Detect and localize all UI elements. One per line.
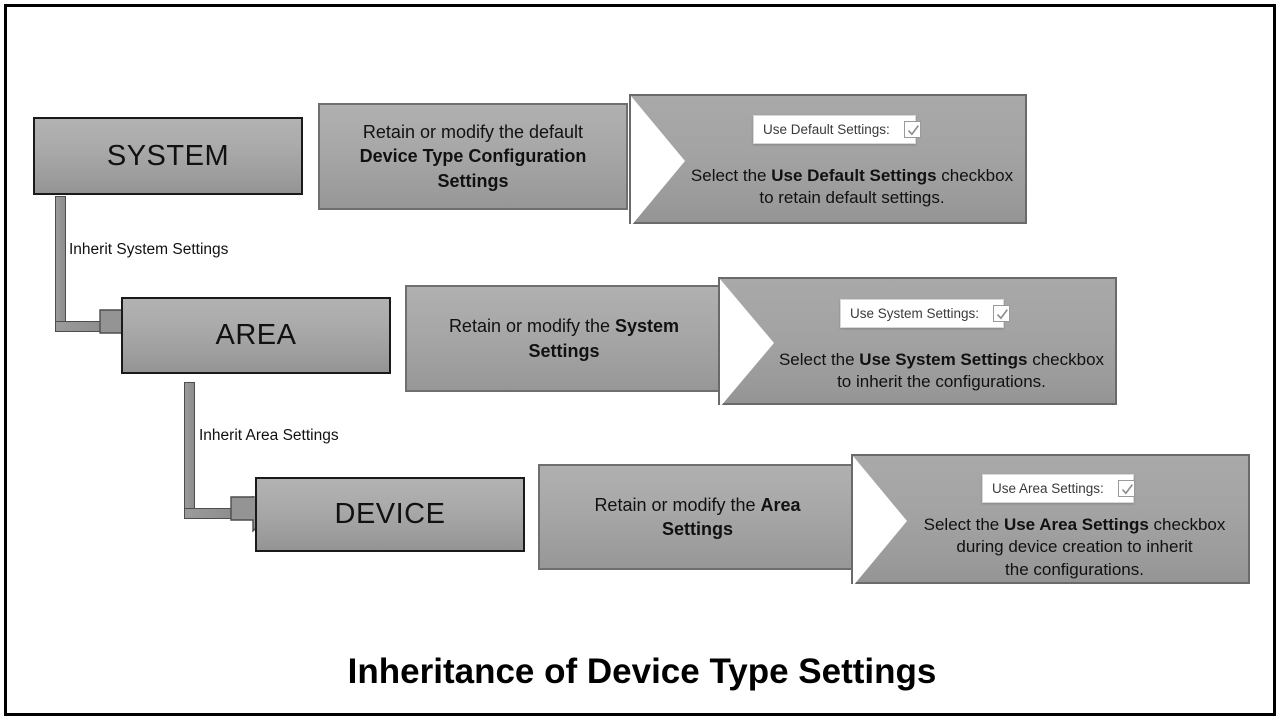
checkbox-system-settings[interactable]	[993, 305, 1011, 322]
diagram-title: Inheritance of Device Type Settings	[347, 652, 937, 691]
callout-box-device: Use Area Settings: Select the Use Area S…	[851, 454, 1250, 586]
chevron-notch-icon	[853, 456, 907, 586]
level-label-area: AREA	[215, 319, 297, 351]
instruction-line-3: Settings	[437, 170, 509, 191]
instruction-line-1: Retain or modify the	[448, 316, 616, 337]
checkmark-icon	[1121, 484, 1133, 495]
instruction-box-system: Retain or modify the default Device Type…	[318, 103, 628, 210]
instruction-line-1: Retain or modify the default	[362, 122, 584, 143]
callout-text-bold: Use Area Settings	[1003, 515, 1149, 534]
callout-box-system: Use Default Settings: Select the Use Def…	[629, 94, 1027, 226]
callout-text-post: checkbox	[1027, 350, 1105, 369]
checkbox-default-settings[interactable]	[903, 121, 921, 138]
checkbox-label-area-settings: Use Area Settings:	[992, 481, 1104, 496]
callout-box-area: Use System Settings: Select the Use Syst…	[718, 277, 1117, 407]
level-label-device: DEVICE	[334, 498, 446, 530]
callout-text-post: checkbox	[936, 166, 1014, 185]
checkbox-area-settings[interactable]	[1117, 480, 1135, 497]
connector-label-inherit-system: Inherit System Settings	[69, 241, 229, 258]
callout-text-line2: during device creation to inherit	[956, 537, 1193, 557]
instruction-line-2: Settings	[528, 340, 600, 361]
instruction-box-area: Retain or modify the System Settings	[405, 285, 723, 392]
instruction-line-1-bold: System	[615, 316, 680, 337]
checkbox-label-default-settings: Use Default Settings:	[763, 122, 890, 137]
connector-stem-vertical	[55, 196, 66, 332]
instruction-line-1: Retain or modify the	[594, 494, 761, 515]
checkbox-widget-system-settings[interactable]: Use System Settings:	[840, 299, 1011, 328]
connector-stem-horizontal	[184, 508, 236, 519]
level-box-system[interactable]: SYSTEM	[33, 117, 303, 195]
callout-text-line2: to inherit the configurations.	[837, 372, 1046, 392]
callout-text-line3: the configurations.	[1005, 559, 1144, 579]
instruction-text-device: Retain or modify the Area Settings	[594, 493, 800, 542]
callout-text-system: Select the Use Default Settings checkbox…	[685, 165, 1019, 210]
checkbox-widget-default-settings[interactable]: Use Default Settings:	[753, 115, 921, 144]
level-box-area[interactable]: AREA	[121, 297, 391, 374]
callout-text-bold: Use Default Settings	[771, 166, 937, 185]
instruction-text-system: Retain or modify the default Device Type…	[360, 120, 587, 193]
checkmark-icon	[996, 309, 1009, 320]
callout-text-pre: Select the	[778, 350, 860, 369]
callout-text-device: Select the Use Area Settings checkbox du…	[907, 514, 1242, 581]
checkbox-label-system-settings: Use System Settings:	[850, 306, 980, 321]
instruction-line-2: Device Type Configuration	[359, 146, 587, 167]
callout-text-area: Select the Use System Settings checkbox …	[774, 349, 1109, 394]
instruction-text-area: Retain or modify the System Settings	[449, 314, 679, 363]
connector-area-to-device: Inherit Area Settings	[184, 382, 364, 533]
instruction-box-device: Retain or modify the Area Settings	[538, 464, 857, 570]
callout-text-post: checkbox	[1148, 515, 1226, 534]
instruction-line-1-bold: Area	[760, 494, 801, 515]
connector-label-inherit-area: Inherit Area Settings	[199, 427, 339, 444]
instruction-line-2: Settings	[661, 519, 733, 539]
chevron-notch-icon	[631, 96, 685, 226]
connector-stem-horizontal	[55, 321, 105, 332]
callout-text-line2: to retain default settings.	[759, 188, 945, 208]
checkmark-icon	[907, 125, 919, 136]
callout-text-pre: Select the	[923, 515, 1004, 534]
checkbox-widget-area-settings[interactable]: Use Area Settings:	[982, 474, 1135, 503]
callout-text-pre: Select the	[690, 166, 772, 185]
chevron-notch-icon	[720, 279, 774, 407]
level-label-system: SYSTEM	[106, 139, 230, 172]
callout-text-bold: Use System Settings	[859, 350, 1028, 369]
level-box-device[interactable]: DEVICE	[255, 477, 525, 552]
connector-stem-vertical	[184, 382, 195, 519]
